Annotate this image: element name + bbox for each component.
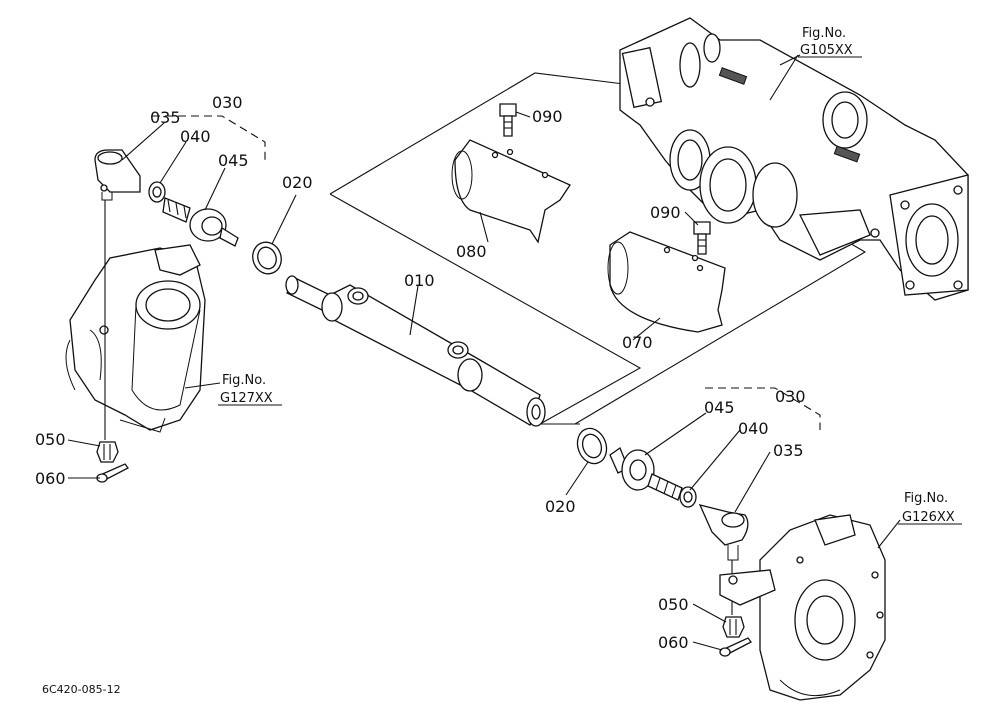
label-050-left: 050 <box>35 430 66 449</box>
cover-070 <box>607 231 726 333</box>
part-labels: 030 035 040 045 020 010 090 080 090 070 … <box>35 93 806 652</box>
figure-ref-top-right: Fig.No. G105XX <box>798 26 862 58</box>
figure-ref-left: Fig.No. G127XX <box>218 373 282 406</box>
label-045-left: 045 <box>218 151 249 170</box>
washer-040-right <box>679 486 697 508</box>
label-030-right: 030 <box>775 387 806 406</box>
cover-080 <box>451 139 571 244</box>
label-010: 010 <box>404 271 435 290</box>
cotter-pin-060-right <box>719 637 752 657</box>
steering-cylinder-010 <box>285 275 546 427</box>
bolt-090-mid <box>693 221 711 255</box>
label-090-top: 090 <box>532 107 563 126</box>
label-070: 070 <box>622 333 653 352</box>
leader-lines <box>67 54 901 651</box>
cotter-pin-060-left <box>96 463 129 483</box>
knuckle-housing-left <box>65 244 206 433</box>
label-030-left: 030 <box>212 93 243 112</box>
fig-code-top-right: G105XX <box>800 43 853 58</box>
label-040-left: 040 <box>180 127 211 146</box>
washer-040-left <box>148 181 166 203</box>
label-035-left: 035 <box>150 108 181 127</box>
bolt-090-top <box>499 103 517 137</box>
tie-rod-end-left <box>94 149 141 440</box>
label-090-mid: 090 <box>650 203 681 222</box>
fig-label-left: Fig.No. <box>222 373 266 388</box>
figure-ref-bottom-right: Fig.No. G126XX <box>898 491 962 525</box>
drawing-code: 6C420-085-12 <box>42 683 121 696</box>
fig-label-bottom-right: Fig.No. <box>904 491 948 506</box>
group-bracket-030-left <box>152 115 266 160</box>
label-020-left: 020 <box>282 173 313 192</box>
label-035-right: 035 <box>773 441 804 460</box>
knuckle-housing-right <box>719 514 886 701</box>
inner-tie-rod-045-left <box>162 197 239 247</box>
fig-label-top-right: Fig.No. <box>802 26 846 41</box>
o-ring-020-left <box>252 241 282 275</box>
fig-code-left: G127XX <box>220 391 273 406</box>
nut-050-right <box>722 616 745 638</box>
label-050-right: 050 <box>658 595 689 614</box>
label-080: 080 <box>456 242 487 261</box>
label-060-left: 060 <box>35 469 66 488</box>
o-ring-020-right <box>576 427 608 465</box>
label-060-right: 060 <box>658 633 689 652</box>
group-bracket-030-right <box>705 387 821 430</box>
label-045-right: 045 <box>704 398 735 417</box>
inner-tie-rod-045-right <box>609 446 683 501</box>
nut-050-left <box>96 441 119 463</box>
label-020-right: 020 <box>545 497 576 516</box>
fig-code-bottom-right: G126XX <box>902 510 955 525</box>
label-040-right: 040 <box>738 419 769 438</box>
axle-housing <box>619 17 969 301</box>
